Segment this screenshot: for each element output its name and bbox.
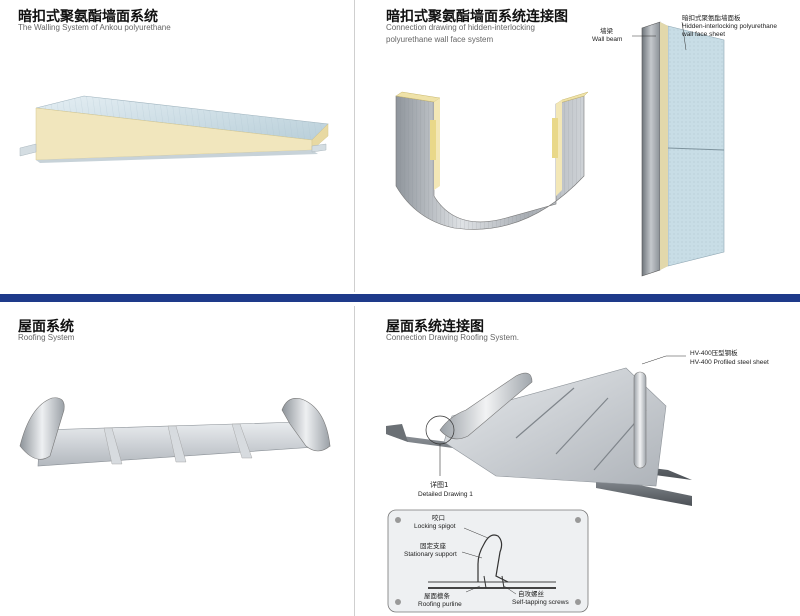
panel-wall-system: 暗扣式聚氨酯墙面系统 The Walling System of Ankou p… — [0, 0, 354, 292]
wall-panel-illustration — [19, 95, 329, 163]
panel-wall-connection: 暗扣式聚氨酯墙面系统连接图 Connection drawing of hidd… — [356, 0, 800, 292]
label-wall-beam-en: Wall beam — [592, 36, 623, 43]
roof-connection-illustration — [386, 355, 692, 613]
panel-subtitle: The Walling System of Ankou polyurethane — [18, 23, 171, 32]
panel-subtitle: Roofing System — [18, 333, 75, 342]
panel-subtitle-line1: Connection drawing of hidden-interlockin… — [386, 23, 535, 32]
label-screw-en: Self-tapping screws — [512, 599, 569, 606]
label-wall-beam-cn: 墙梁 — [600, 27, 613, 35]
panel-subtitle: Connection Drawing Roofing System. — [386, 333, 519, 342]
label-purlin-en: Roofing purline — [418, 601, 462, 608]
label-sheet-en2: wall face sheet — [682, 31, 725, 38]
panel-title: 屋面系统连接图 — [386, 319, 484, 335]
panel-title: 暗扣式聚氨酯墙面系统 — [18, 9, 158, 25]
panel-roof-system: 屋面系统 Roofing System — [0, 306, 354, 616]
label-support-en: Stationary support — [404, 551, 457, 558]
detail-title-cn: 详图1 — [430, 481, 449, 489]
roof-panel-illustration — [19, 397, 331, 467]
panel-title: 屋面系统 — [18, 319, 74, 335]
detail-title-en: Detailed Drawing 1 — [418, 491, 473, 498]
wall-connection-illustration — [395, 21, 725, 277]
label-sheet-en1: Hidden-interlocking polyurethane — [682, 23, 778, 30]
label-purlin-cn: 屋面檩条 — [424, 592, 450, 600]
vertical-divider-bottom — [354, 306, 355, 616]
label-spigot-cn: 咬口 — [432, 514, 445, 522]
label-screw-cn: 自攻螺丝 — [518, 590, 544, 598]
label-profiled-en: HV-400 Profiled steel sheet — [690, 359, 769, 366]
panel-title: 暗扣式聚氨酯墙面系统连接图 — [386, 9, 568, 25]
label-spigot-en: Locking spigot — [414, 523, 456, 530]
label-sheet-cn: 暗扣式聚氨酯墙面板 — [682, 14, 741, 22]
label-profiled-cn: HV-400压型钢板 — [690, 350, 738, 357]
panel-subtitle-line2: polyurethane wall face system — [386, 35, 494, 44]
section-divider-band — [0, 294, 800, 302]
vertical-divider-top — [354, 0, 355, 292]
label-support-cn: 固定支座 — [420, 542, 446, 550]
panel-roof-connection: 屋面系统连接图 Connection Drawing Roofing Syste… — [356, 306, 800, 616]
